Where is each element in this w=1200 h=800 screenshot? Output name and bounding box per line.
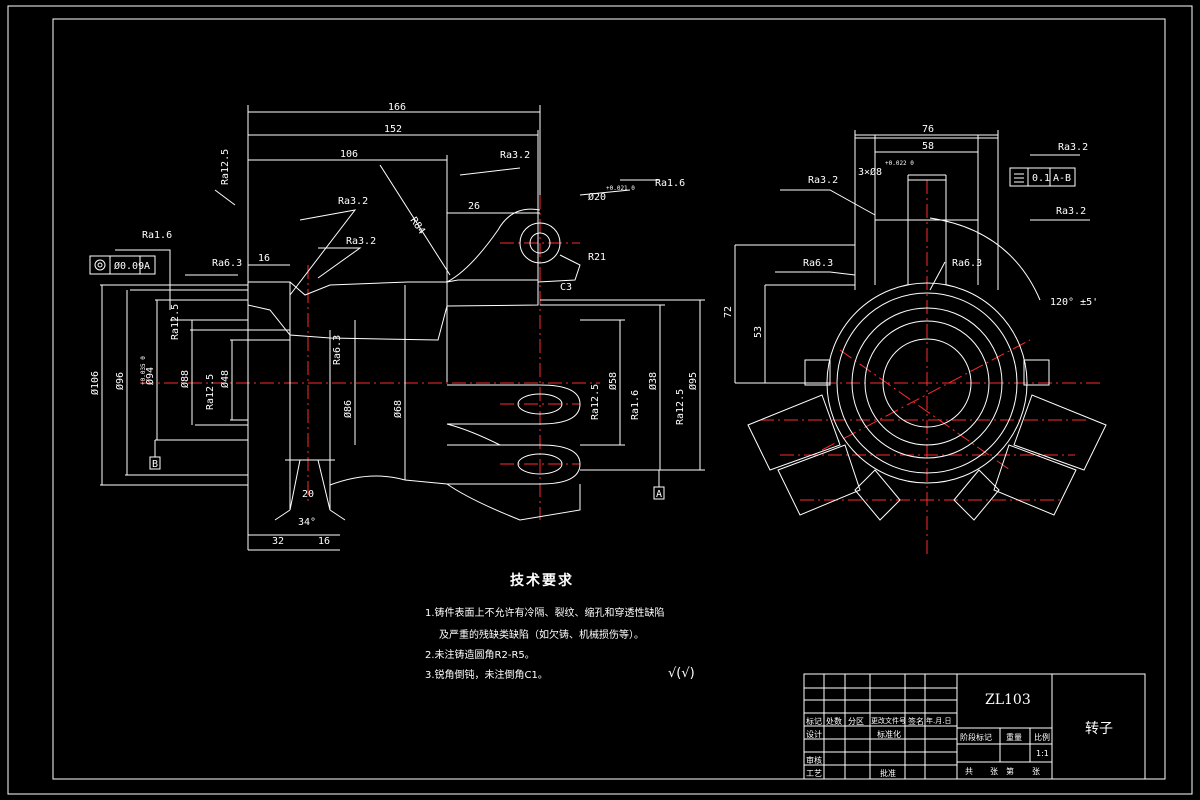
dim-phi48: Ø48	[219, 370, 231, 388]
dim-hole20-tol: +0.021 0	[606, 185, 635, 192]
dim-phi38: Ø38	[647, 372, 659, 390]
tb-page: 第	[1006, 767, 1014, 776]
dim-16-bottom: 16	[318, 536, 330, 547]
dim-angle-120: 120° ±5'	[1050, 297, 1098, 308]
note-line-3: 2.未注铸造圆角R2-R5。	[425, 650, 535, 661]
dim-166: 166	[388, 102, 406, 113]
dim-16-top: 16	[258, 253, 270, 264]
roughness-ra3-2-b: Ra3.2	[346, 236, 376, 247]
tb-ratio: 比例	[1034, 733, 1050, 742]
dim-tol-h7: +0.035 0	[140, 356, 147, 385]
roughness-ra12-5-d: Ra12.5	[590, 384, 601, 420]
roughness-ra1-6-c: Ra1.6	[630, 390, 641, 420]
dim-slot: 3×Ø8	[858, 166, 882, 178]
title-block	[803, 673, 1146, 780]
roughness-ra6-3-c: Ra6.3	[803, 258, 833, 269]
note-line-2: 及严重的残缺类缺陷（如欠铸、机械损伤等）。	[439, 630, 644, 641]
side-view	[734, 130, 1107, 555]
tb-sheet: 张	[990, 767, 998, 776]
dim-slot-tol: +0.022 0	[885, 160, 914, 167]
datum-a: A	[656, 489, 662, 500]
dim-phi94: Ø94	[144, 367, 156, 385]
roughness-ra12-5-c: Ra12.5	[205, 374, 216, 410]
tb-count: 处数	[826, 717, 842, 726]
dim-53: 53	[753, 326, 764, 338]
dim-20: 20	[302, 489, 314, 500]
tb-total: 共	[965, 767, 973, 776]
dim-r21: R21	[588, 252, 606, 263]
roughness-general-symbol: √(√)	[668, 666, 695, 681]
tb-page-unit: 张	[1032, 767, 1040, 776]
roughness-ra3-2-c: Ra3.2	[500, 150, 530, 161]
gdt-par-datum: A-B	[1053, 173, 1071, 184]
tb-doc-no: 更改文件号	[871, 717, 906, 725]
dim-angle-34: 34°	[298, 517, 316, 528]
dim-76: 76	[922, 124, 934, 135]
dim-hole20: Ø20	[588, 191, 606, 203]
tb-stage-mark: 阶段标记	[960, 733, 992, 742]
roughness-ra3-2-f: Ra3.2	[1056, 206, 1086, 217]
part-name: 转子	[1085, 721, 1113, 737]
dim-c3: C3	[560, 282, 572, 293]
dim-phi95: Ø95	[687, 372, 699, 390]
roughness-ra3-2-d: Ra3.2	[808, 175, 838, 186]
roughness-ra12-5-e: Ra12.5	[675, 389, 686, 425]
roughness-ra3-2-a: Ra3.2	[338, 196, 368, 207]
dim-26: 26	[468, 201, 480, 212]
tb-standardize: 标准化	[877, 730, 901, 739]
tb-zone: 分区	[848, 717, 864, 726]
roughness-ra1-6-a: Ra1.6	[142, 230, 172, 241]
tb-review: 审核	[806, 756, 822, 765]
dim-152: 152	[384, 124, 402, 135]
material-label: ZL103	[985, 692, 1031, 708]
dim-phi96: Ø96	[114, 372, 126, 390]
roughness-ra12-5-a: Ra12.5	[220, 149, 231, 185]
dim-phi68: Ø68	[392, 400, 404, 418]
note-line-1: 1.铸件表面上不允许有冷隔、裂纹、缩孔和穿透性缺陷	[425, 608, 665, 619]
outer-border	[7, 5, 1193, 795]
roughness-ra6-3-b: Ra6.3	[332, 335, 343, 365]
datum-b: B	[152, 459, 158, 470]
dim-phi58: Ø58	[607, 372, 619, 390]
dim-phi86: Ø86	[342, 400, 354, 418]
front-view	[89, 105, 705, 551]
dim-32: 32	[272, 536, 284, 547]
dim-72: 72	[723, 306, 734, 318]
roughness-ra1-6-b: Ra1.6	[655, 178, 685, 189]
roughness-ra12-5-b: Ra12.5	[170, 304, 181, 340]
tb-design: 设计	[806, 730, 822, 739]
note-line-4: 3.锐角倒钝，未注倒角C1。	[425, 670, 548, 681]
tb-approve: 批准	[880, 769, 896, 778]
inner-border	[52, 18, 1166, 780]
dim-106: 106	[340, 149, 358, 160]
tb-date: 年.月.日	[926, 717, 952, 725]
gdt-coax-datum: A	[144, 261, 150, 272]
roughness-ra6-3-d: Ra6.3	[952, 258, 982, 269]
dim-phi106: Ø106	[89, 371, 101, 395]
tb-sign: 签名	[908, 717, 924, 726]
roughness-ra6-3-a: Ra6.3	[212, 258, 242, 269]
tb-process: 工艺	[806, 769, 822, 778]
tb-mark: 标记	[806, 717, 822, 726]
gdt-par-value: 0.1	[1032, 173, 1050, 184]
gdt-coax-value: Ø0.09	[114, 260, 144, 272]
scale-value: 1:1	[1036, 749, 1049, 758]
dim-phi88: Ø88	[179, 370, 191, 388]
tb-weight: 重量	[1006, 733, 1022, 742]
roughness-ra3-2-e: Ra3.2	[1058, 142, 1088, 153]
dim-58: 58	[922, 141, 934, 152]
notes-title: 技术要求	[510, 573, 574, 589]
